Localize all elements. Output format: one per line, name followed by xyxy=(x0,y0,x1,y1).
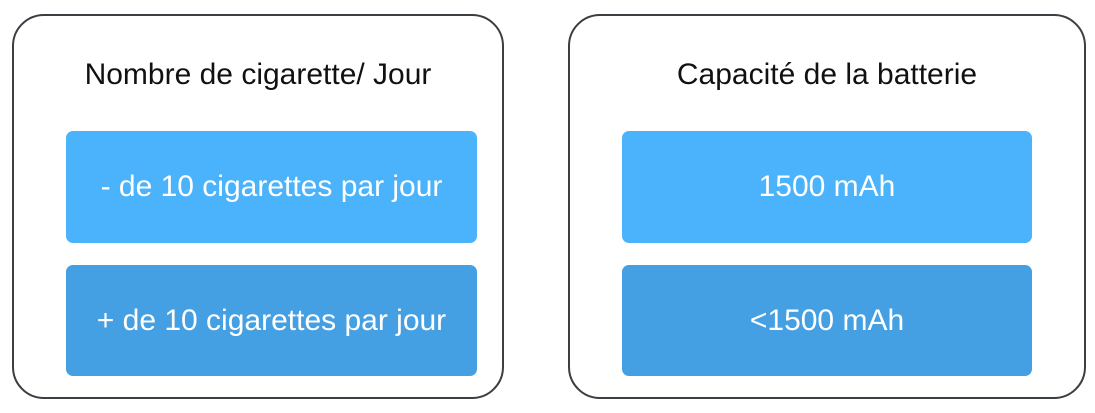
panel-title: Nombre de cigarette/ Jour xyxy=(84,58,432,91)
option-under-1500-mah[interactable]: <1500 mAh xyxy=(622,265,1032,376)
cigarettes-per-day-panel: Nombre de cigarette/ Jour - de 10 cigare… xyxy=(12,14,504,399)
panel-title: Capacité de la batterie xyxy=(676,58,978,91)
option-less-than-10[interactable]: - de 10 cigarettes par jour xyxy=(66,131,477,243)
option-1500-mah[interactable]: 1500 mAh xyxy=(622,131,1032,243)
battery-capacity-panel: Capacité de la batterie 1500 mAh <1500 m… xyxy=(568,14,1086,399)
option-more-than-10[interactable]: + de 10 cigarettes par jour xyxy=(66,265,477,376)
